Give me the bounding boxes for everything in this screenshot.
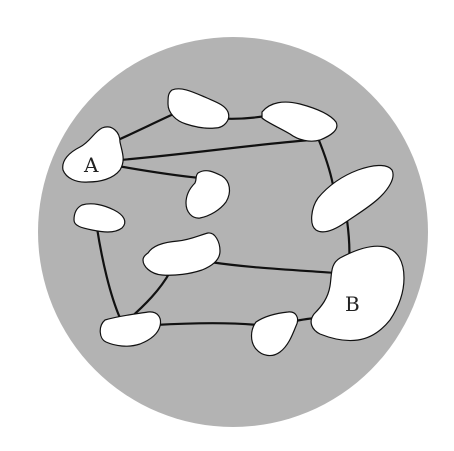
- node-b-label: B: [345, 292, 360, 316]
- island-mid: [142, 232, 221, 276]
- island-bottomright: [250, 311, 299, 357]
- edge-bottomleft-bottomright: [153, 322, 260, 327]
- island-top: [167, 88, 230, 129]
- island-center: [185, 170, 231, 219]
- node-b-island: [310, 245, 405, 342]
- edge-a-topright: [118, 138, 312, 162]
- edge-left-bottomleft: [95, 226, 122, 320]
- island-left: [73, 203, 126, 233]
- island-right: [311, 164, 394, 233]
- islands: [62, 88, 405, 357]
- background-disk: [38, 37, 428, 427]
- node-a-island: [62, 126, 124, 183]
- edge-topright-right: [316, 136, 335, 187]
- node-a-label: A: [83, 153, 99, 177]
- island-topright: [261, 101, 338, 142]
- island-bottomleft: [99, 311, 162, 347]
- edge-mid-b: [208, 260, 338, 275]
